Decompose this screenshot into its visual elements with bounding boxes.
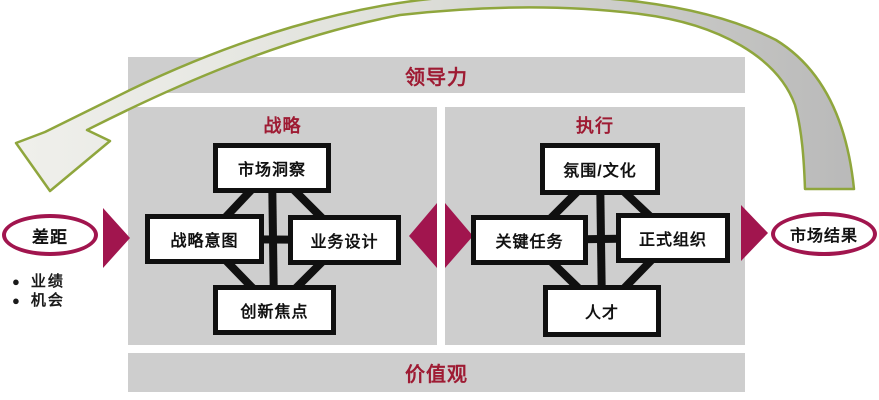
values-bar: 价值观	[128, 353, 745, 392]
execution-node-talent: 人才	[543, 285, 661, 337]
gap-bullet-performance-label: 业绩	[30, 273, 65, 290]
gap-bullet-opportunity-label: 机会	[30, 292, 65, 309]
execution-to-results-arrow-icon	[741, 205, 768, 261]
strategy-node-innovation-focus: 创新焦点	[213, 285, 336, 335]
execution-node-formal-organization: 正式组织	[616, 213, 730, 263]
bullet-dot-icon: ●	[12, 293, 22, 308]
strategy-execution-diamond-right-icon	[445, 203, 473, 268]
bullet-dot-icon: ●	[12, 274, 22, 289]
gap-bullet-list: ● 业绩 ● 机会	[12, 272, 65, 310]
strategy-execution-diamond-left-icon	[409, 203, 437, 268]
leadership-label: 领导力	[405, 66, 468, 89]
strategy-node-market-insight: 市场洞察	[213, 143, 331, 193]
values-label: 价值观	[405, 364, 468, 386]
market-results-oval: 市场结果	[771, 212, 877, 256]
strategy-heading: 战略	[263, 116, 302, 136]
gap-bullet-performance: ● 业绩	[12, 272, 65, 291]
execution-node-climate-culture: 氛围/文化	[540, 143, 660, 195]
strategy-node-business-design: 业务设计	[288, 215, 401, 265]
execution-node-key-tasks: 关键任务	[471, 215, 588, 265]
strategy-node-strategic-intent: 战略意图	[145, 214, 264, 264]
execution-heading: 执行	[576, 116, 614, 136]
gap-to-strategy-arrow-icon	[103, 208, 130, 268]
gap-oval: 差距	[2, 214, 98, 256]
feedback-arrow-icon	[14, 0, 856, 193]
gap-bullet-opportunity: ● 机会	[12, 291, 65, 310]
